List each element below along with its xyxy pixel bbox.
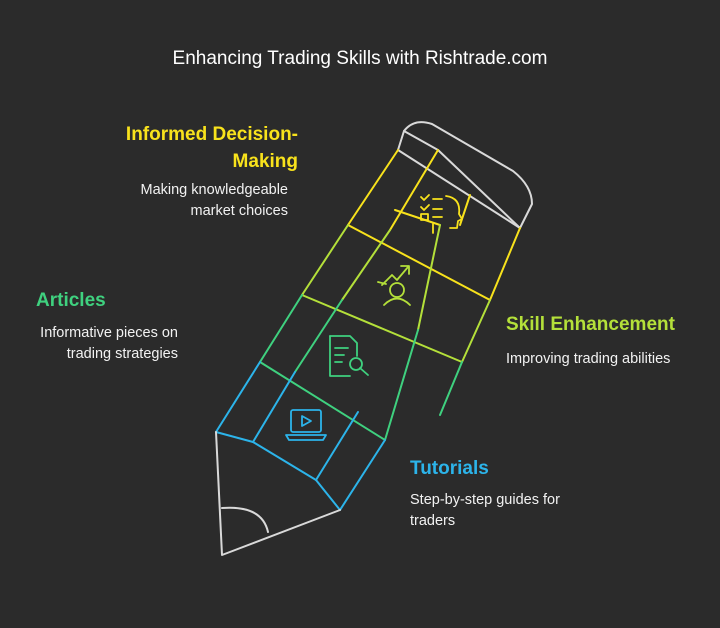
pencil-ferrule-line [397,149,521,229]
label-decision: Informed Decision- Making [125,124,298,172]
label-skill: Skill Enhancement [506,314,675,335]
label-tutorials: Tutorials [410,458,489,479]
band-articles [259,294,463,441]
decision-checklist-head-icon [420,194,463,234]
band-tutorials [215,361,386,511]
laptop-play-icon [285,409,327,441]
growth-person-icon [377,265,411,306]
desc-articles: Informative pieces on trading strategies [40,325,178,362]
band-skill [301,224,491,363]
desc-tutorials: Step-by-step guides for traders [410,492,560,529]
desc-skill: Improving trading abilities [506,351,671,367]
pencil-tip-lead [221,506,269,533]
desc-decision: Making knowledgeable market choices [140,182,288,219]
document-search-icon [329,335,369,377]
label-articles: Articles [36,290,106,311]
diagram-title: Enhancing Trading Skills with Rishtrade.… [172,48,548,69]
pencil-eraser [397,121,533,229]
pencil-tip [215,431,341,556]
band-decision [347,149,521,301]
